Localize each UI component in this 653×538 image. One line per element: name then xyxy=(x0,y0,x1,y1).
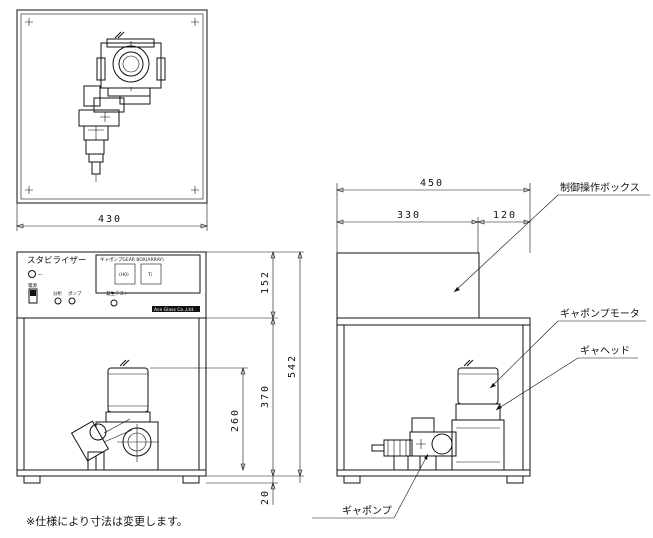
spec-note: ※仕様により寸法は変更します。 xyxy=(26,515,188,528)
dim-120: 120 xyxy=(493,210,517,221)
callouts: 制御操作ボックス ギャポンプモータ ギャヘッド ギャポンプ xyxy=(312,181,650,519)
brand-label: Ace Glass Co.,Ltd. xyxy=(154,307,195,313)
dim-152: 152 xyxy=(260,270,271,294)
dim-542: 542 xyxy=(287,354,298,378)
test-label: 発生テスト xyxy=(106,290,129,297)
switch1-label: 分析 xyxy=(53,290,62,297)
svg-text:—: — xyxy=(38,273,43,278)
box-left-label: (H0) xyxy=(119,272,129,278)
label-gear-head: ギャヘッド xyxy=(580,345,630,357)
top-view: 430 xyxy=(16,9,208,231)
side-view: 450 330 120 xyxy=(336,178,531,484)
dim-330: 330 xyxy=(397,210,421,221)
dim-370: 370 xyxy=(260,384,271,408)
switch2-label: ポンプ xyxy=(68,290,82,297)
label-control-box: 制御操作ボックス xyxy=(560,181,640,194)
panel-title: スタビライザー xyxy=(27,256,87,266)
front-view: スタビライザー — ギャポンプGEAR BOX(ARRAY) (H0) Ti 電… xyxy=(16,251,304,505)
gear-box-label: ギャポンプGEAR BOX(ARRAY) xyxy=(100,256,164,263)
label-gear-pump-motor: ギャポンプモータ xyxy=(560,308,640,320)
dim-430: 430 xyxy=(98,214,122,225)
dim-260: 260 xyxy=(230,408,241,432)
power-label: 電源 xyxy=(28,282,37,289)
dim-450: 450 xyxy=(420,178,444,189)
label-gear-pump: ギャポンプ xyxy=(342,505,392,517)
dim-20: 20 xyxy=(260,489,271,505)
box-right-label: Ti xyxy=(147,272,152,278)
